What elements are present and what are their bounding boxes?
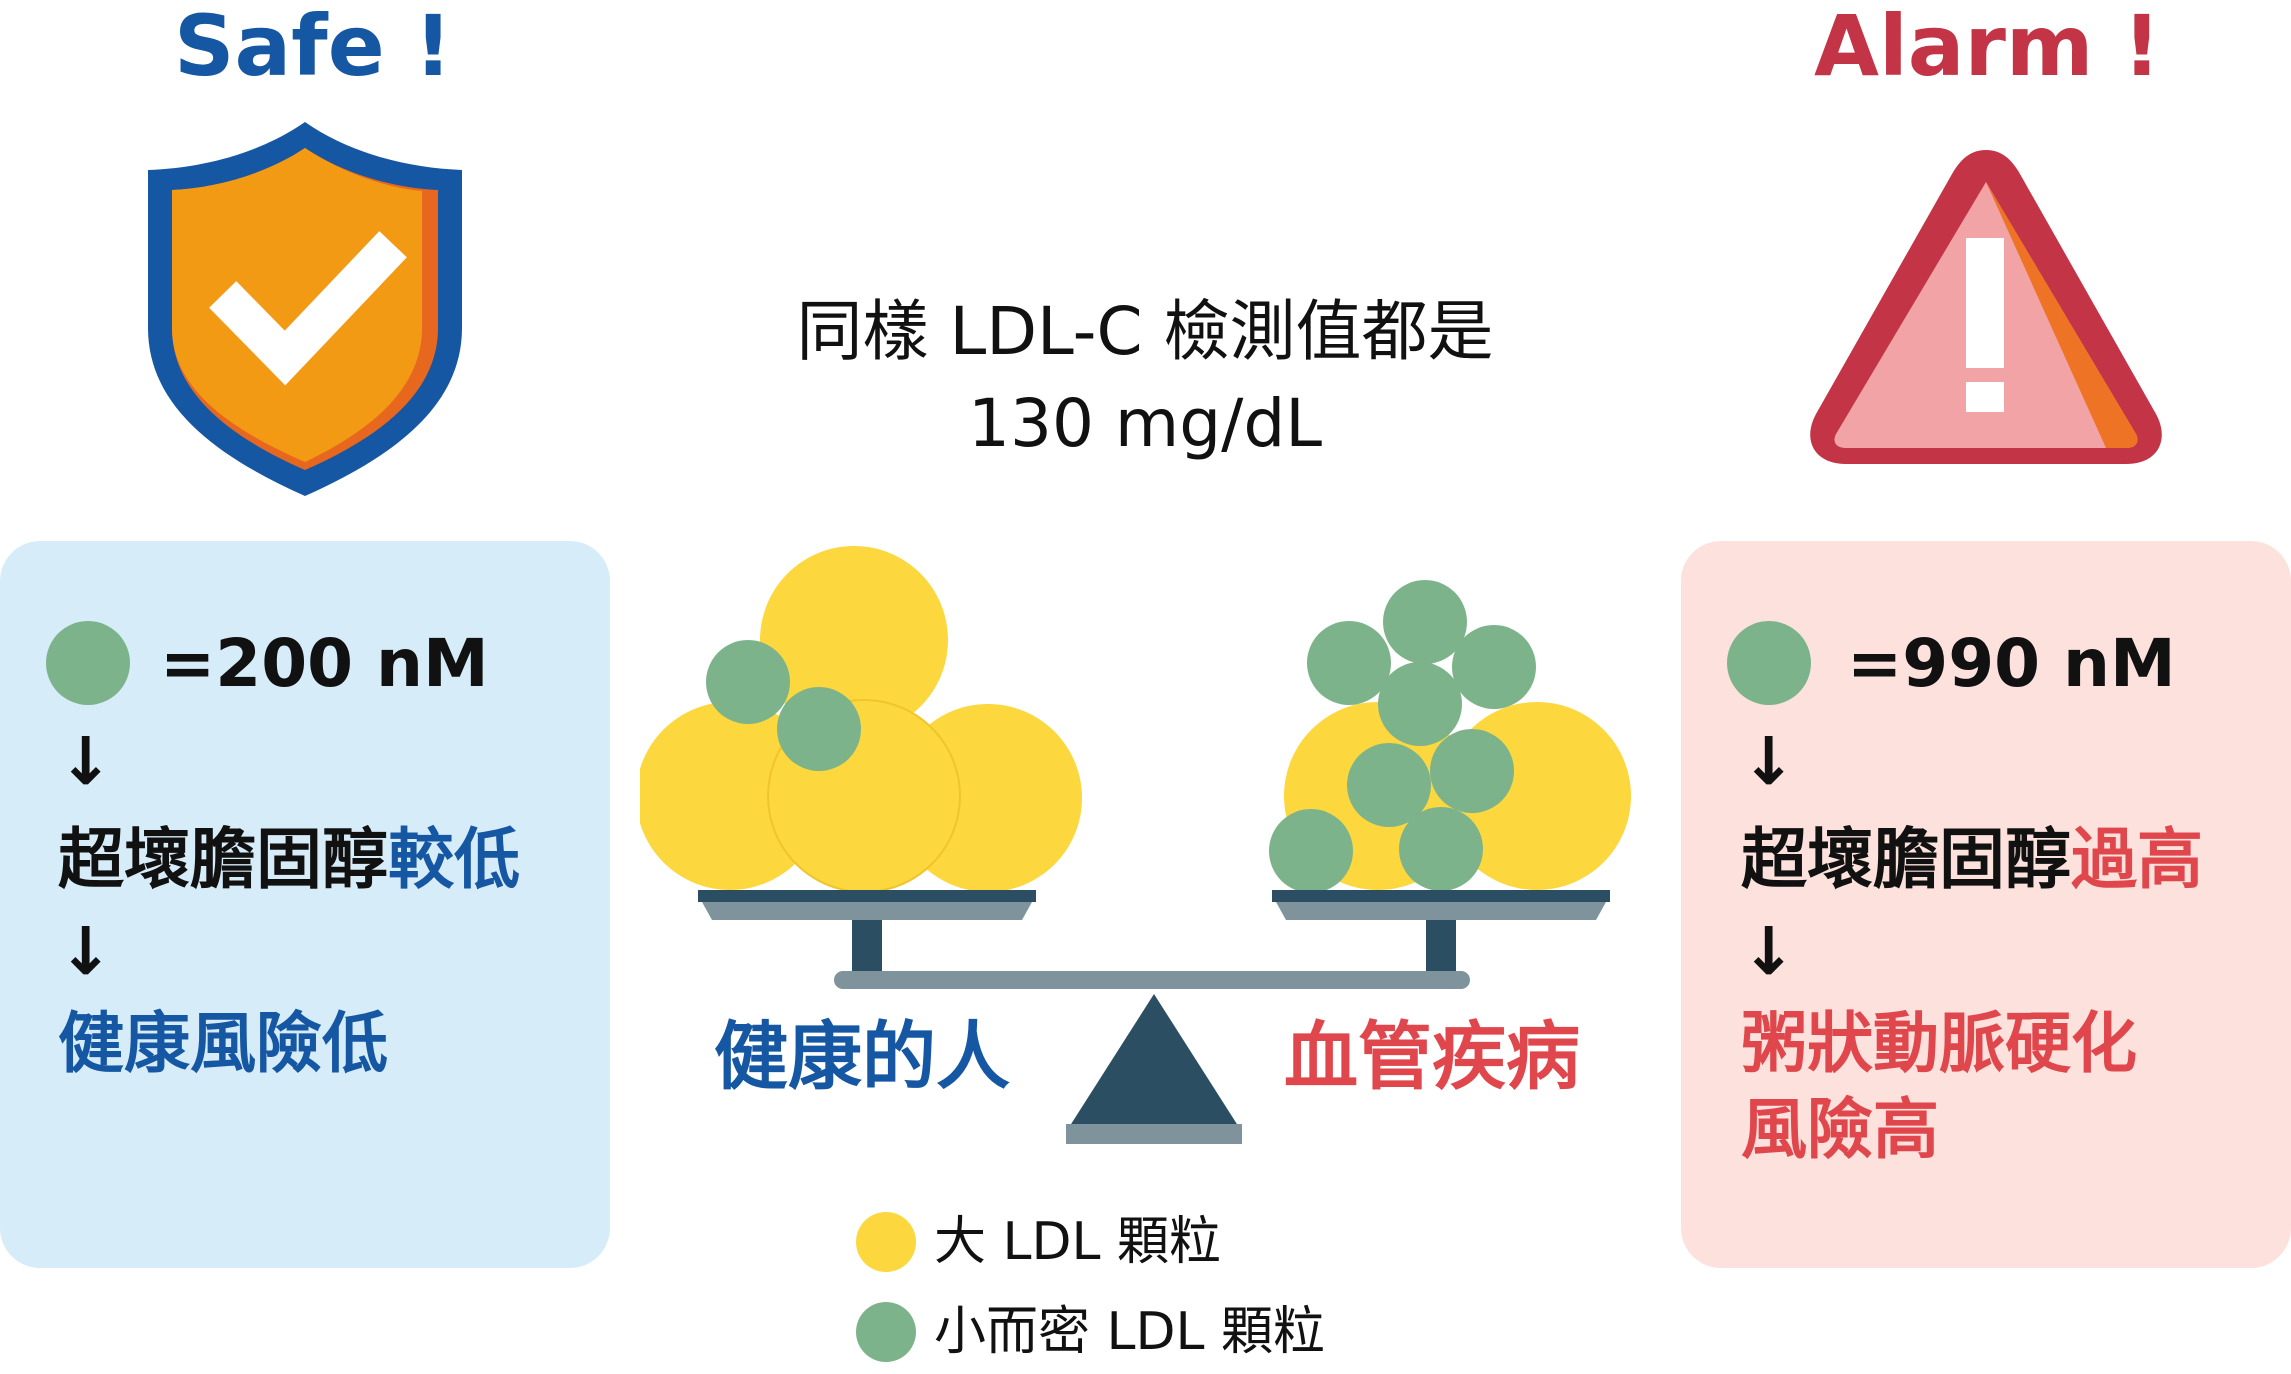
down-arrow-icon: ↓ xyxy=(58,913,114,990)
right-pan-base xyxy=(1276,902,1606,920)
small-ldl-particle xyxy=(1430,729,1514,813)
scale-beam xyxy=(834,971,1470,989)
left-pan-post xyxy=(852,920,882,972)
right-pan-particles xyxy=(1269,580,1631,893)
small-ldl-particle xyxy=(1269,809,1353,893)
scale-fulcrum xyxy=(1066,994,1242,1132)
balance-scale-illustration xyxy=(640,546,1631,1144)
alarm-cholesterol-line: 超壞膽固醇過高 xyxy=(1741,827,2203,893)
scale-fulcrum-base xyxy=(1066,1124,1242,1144)
alarm-cholesterol-level: 過高 xyxy=(2071,821,2203,898)
large-ldl-legend-dot xyxy=(856,1212,916,1272)
healthy-person-label: 健康的人 xyxy=(714,1014,1010,1100)
safe-cholesterol-label: 超壞膽固醇 xyxy=(58,821,388,898)
small-ldl-particle xyxy=(1399,807,1483,891)
alarm-panel: =990 nM ↓ 超壞膽固醇過高 ↓ 粥狀動脈硬化 風險高 xyxy=(1681,541,2291,1268)
down-arrow-icon: ↓ xyxy=(1741,723,1797,800)
small-ldl-particle xyxy=(706,640,790,724)
warning-triangle-icon xyxy=(1810,150,2162,464)
center-caption-line1: 同樣 LDL-C 檢測值都是 xyxy=(796,293,1494,370)
large-ldl-particle xyxy=(760,546,948,734)
safe-cholesterol-line: 超壞膽固醇較低 xyxy=(58,827,520,893)
small-ldl-particle xyxy=(1383,580,1467,664)
small-ldl-dot xyxy=(46,621,130,705)
small-ldl-particle xyxy=(1307,621,1391,705)
small-ldl-particle xyxy=(1452,625,1536,709)
large-ldl-particle xyxy=(640,702,824,890)
small-ldl-legend-label: 小而密 LDL 顆粒 xyxy=(934,1302,1326,1362)
safe-panel: =200 nM ↓ 超壞膽固醇較低 ↓ 健康風險低 xyxy=(0,541,610,1268)
alarm-cholesterol-label: 超壞膽固醇 xyxy=(1741,821,2071,898)
safe-cholesterol-level: 較低 xyxy=(388,821,520,898)
small-ldl-legend-dot xyxy=(856,1302,916,1362)
center-caption-line2: 130 mg/dL xyxy=(967,385,1323,462)
alarm-risk-line-2: 風險高 xyxy=(1741,1091,1939,1168)
right-pan-post xyxy=(1426,920,1456,972)
safe-risk-line: 健康風險低 xyxy=(58,1005,388,1082)
left-pan-particles xyxy=(640,546,1082,893)
vascular-disease-label: 血管疾病 xyxy=(1284,1014,1580,1100)
small-ldl-particle xyxy=(777,687,861,771)
left-pan-plate xyxy=(698,890,1036,902)
small-ldl-particle xyxy=(1378,662,1462,746)
down-arrow-icon: ↓ xyxy=(1741,913,1797,990)
small-ldl-particle xyxy=(1347,743,1431,827)
down-arrow-icon: ↓ xyxy=(58,723,114,800)
right-pan-plate xyxy=(1272,890,1610,902)
small-ldl-dot xyxy=(1727,621,1811,705)
left-pan-base xyxy=(702,902,1032,920)
safe-heading: Safe ! xyxy=(174,0,453,95)
shield-check-icon xyxy=(148,122,462,496)
alarm-risk-line-1: 粥狀動脈硬化 xyxy=(1741,1005,2137,1082)
alarm-particle-count: =990 nM xyxy=(1847,625,2176,702)
large-ldl-legend-label: 大 LDL 顆粒 xyxy=(934,1212,1222,1272)
safe-particle-count: =200 nM xyxy=(160,625,489,702)
alarm-heading: Alarm ! xyxy=(1814,0,2161,95)
